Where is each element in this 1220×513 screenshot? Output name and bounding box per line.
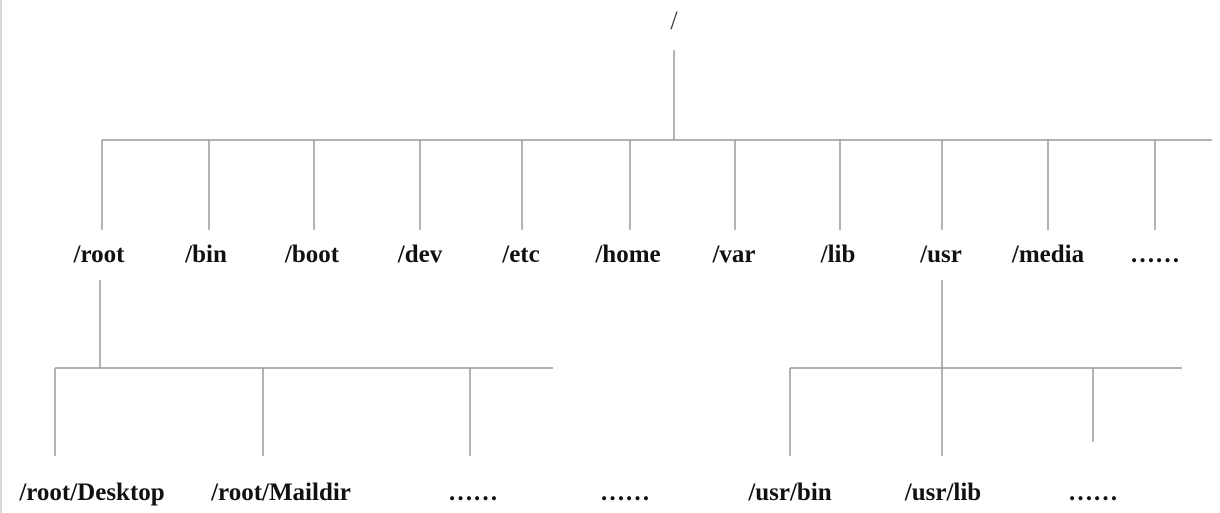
node-root-desktop: /root/Desktop [19, 479, 165, 506]
node-usr: /usr [920, 241, 962, 268]
node-usr-more: …… [1068, 479, 1118, 506]
node-level1-more: …… [1130, 241, 1180, 268]
left-border [0, 0, 2, 513]
node-lib: /lib [820, 241, 856, 268]
node-root-more: …… [448, 479, 498, 506]
node-middle-more: …… [600, 479, 650, 506]
node-usr-bin: /usr/bin [748, 479, 832, 506]
node-dev: /dev [397, 241, 443, 268]
node-usr-lib: /usr/lib [904, 479, 982, 506]
node-root-maildir: /root/Maildir [211, 479, 351, 506]
node-bin: /bin [185, 241, 227, 268]
node-etc: /etc [502, 241, 540, 268]
node-media: /media [1011, 241, 1085, 268]
node-root: /root [73, 241, 125, 268]
node-home: /home [595, 241, 661, 268]
node-boot: /boot [284, 241, 340, 268]
node-root-slash: / [670, 6, 678, 35]
node-var: /var [712, 241, 756, 268]
